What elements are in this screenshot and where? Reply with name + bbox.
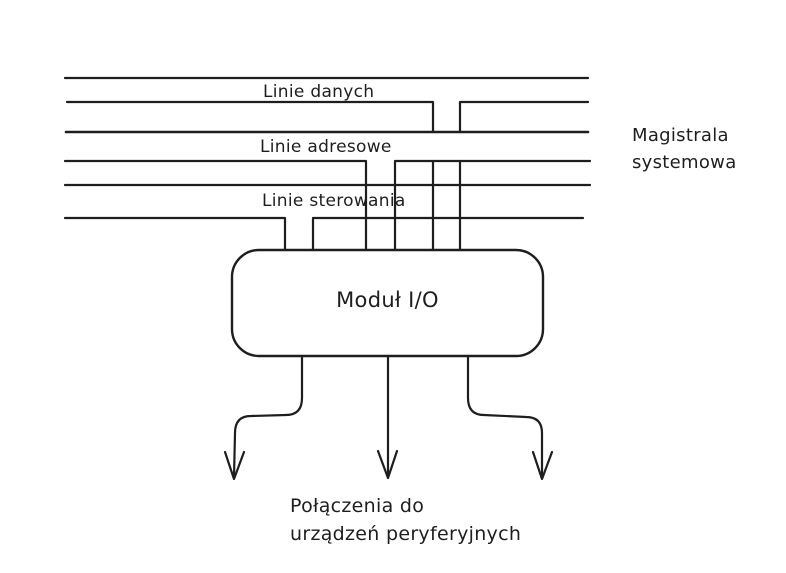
label-bus-title-line2: systemowa [632, 152, 737, 173]
bus-line-address-bottom-right [393, 159, 592, 253]
label-bus-title: Magistrala systemowa [632, 122, 737, 176]
io-module-box [230, 248, 545, 358]
label-peripherals-line2: urządzeń peryferyjnych [290, 523, 522, 545]
label-bus-title-line1: Magistrala [632, 125, 729, 146]
label-peripherals-line1: Połączenia do [290, 495, 425, 517]
bus-line-control-bottom-right [311, 216, 585, 253]
arrow-right-head [531, 450, 554, 481]
bus-line-control-bottom-left [63, 216, 287, 253]
label-control-lines: Linie sterowania [262, 191, 406, 211]
arrow-left-head [223, 450, 246, 481]
bus-line-address-bottom-left [63, 159, 368, 253]
label-io-module: Moduł I/O [336, 288, 439, 312]
arrow-middle-head [376, 449, 399, 480]
label-peripherals: Połączenia do urządzeń peryferyjnych [290, 492, 521, 548]
arrow-right-shaft [466, 355, 544, 479]
bus-line-data-bottom-left [65, 100, 435, 134]
arrow-left-shaft [232, 355, 304, 479]
label-address-lines: Linie adresowe [260, 137, 392, 157]
label-data-lines: Linie danych [263, 82, 375, 102]
bus-line-data-bottom-right [458, 100, 590, 134]
